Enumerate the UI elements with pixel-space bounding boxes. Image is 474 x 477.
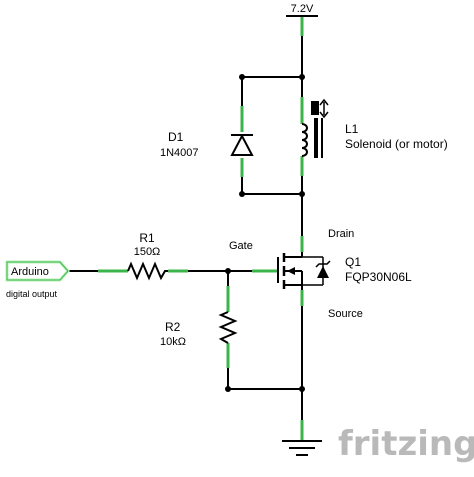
- q1-body-diode-bar: [315, 260, 331, 268]
- input-label: Arduino: [11, 266, 49, 278]
- r2-value: 10kΩ: [160, 336, 186, 348]
- supply-label: 7.2V: [291, 3, 314, 15]
- q1-body-arrow-icon: [287, 267, 295, 275]
- resistor-r1: 1 2 R1 150Ω: [118, 231, 180, 281]
- node-gate: [225, 268, 231, 274]
- r1-ref: R1: [139, 231, 155, 245]
- r2-zigzag: [218, 311, 238, 344]
- node-bottom-bus: [299, 191, 305, 197]
- d1-triangle: [230, 133, 254, 156]
- supply-symbol: 7.2V: [286, 3, 318, 17]
- pin-segments: [98, 16, 304, 440]
- r2-pin1-number: 1: [230, 299, 234, 305]
- r1-pin1-number: 1: [118, 265, 122, 271]
- node-diode-top: [239, 74, 245, 80]
- r2-ref: R2: [165, 320, 181, 334]
- input-sublabel: digital output: [6, 289, 58, 299]
- q1-drain-label: Drain: [328, 228, 354, 240]
- r1-value: 150Ω: [134, 246, 161, 258]
- ground-symbol: [282, 440, 322, 456]
- l1-coil: [301, 123, 308, 157]
- wires: [68, 18, 303, 436]
- q1-body-diode-icon: [317, 266, 329, 278]
- arduino-input: Arduino digital output: [5, 260, 71, 299]
- r1-pin2-number: 2: [176, 265, 180, 271]
- r2-pin2-number: 2: [230, 357, 234, 363]
- l1-part: Solenoid (or motor): [345, 137, 448, 151]
- d1-ref: D1: [168, 130, 184, 144]
- l1-plunger-block: [311, 101, 319, 115]
- q1-source-label: Source: [328, 308, 363, 320]
- node-diode-bottom: [239, 191, 245, 197]
- inductor-l1: L1 Solenoid (or motor): [301, 98, 448, 158]
- d1-part: 1N4007: [160, 147, 199, 159]
- resistor-r2: 1 2 R2 10kΩ: [160, 299, 238, 363]
- node-r2-bottom: [225, 386, 231, 392]
- node-top-bus: [299, 74, 305, 80]
- l1-motion-arrow-icon: [319, 98, 329, 119]
- l1-ref: L1: [345, 122, 359, 136]
- l1-plunger-core: [314, 118, 318, 158]
- mosfet-q1: Q1 FQP30N06L Gate Drain Source: [229, 228, 412, 320]
- input-connector-outline: [6, 261, 69, 281]
- q1-part: FQP30N06L: [345, 270, 412, 284]
- fritzing-logo: fritzing: [338, 424, 474, 464]
- q1-gate-label: Gate: [229, 240, 253, 252]
- q1-ref: Q1: [345, 255, 361, 269]
- diode-d1: D1 1N4007: [160, 130, 254, 159]
- node-ground-bus: [299, 386, 305, 392]
- junctions: [225, 74, 305, 392]
- r1-zigzag: [127, 261, 168, 281]
